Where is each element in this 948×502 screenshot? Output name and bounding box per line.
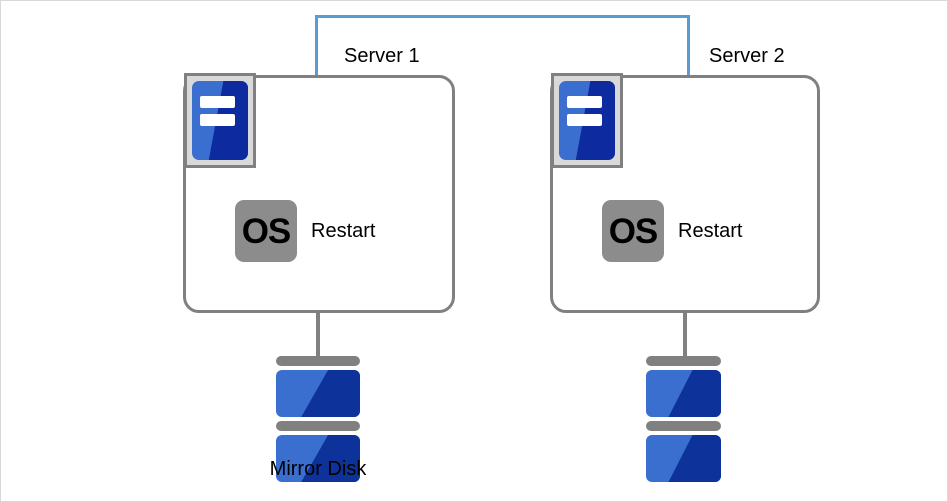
server-2-machine-icon [551,73,623,168]
server-1-os-badge: OS [235,200,297,262]
server-icon-bar-bottom [566,114,602,127]
disk-slab-lower [646,435,721,482]
server-1-disk-icon [276,356,360,482]
disk-slab-shade [668,435,721,482]
disk-cap-top [646,356,721,366]
server-1-os-row: OS Restart [235,200,375,262]
server-icon-body [559,81,615,160]
server-2-disk-icon [646,356,721,482]
disk-slab-lower [276,435,360,482]
server-2-label: Server 2 [709,45,785,67]
server-icon-bar-top [566,96,602,108]
server-1-disk-label: Mirror Disk [269,458,367,480]
interconnect-left-segment [315,15,318,77]
disk-cap-top [276,356,360,366]
disk-slab-shade [668,370,721,417]
server-icon-bar-top [199,96,235,108]
server-icon-body [192,81,248,160]
disk-slab-upper [276,370,360,417]
interconnect-top-segment [315,15,690,18]
server-1-disk-connector [316,312,320,359]
interconnect-right-segment [687,15,690,77]
server-1-status-label: Restart [311,220,376,242]
server-icon-bar-bottom [199,114,235,127]
server-2-status-label: Restart [678,220,743,242]
disk-slab-upper [646,370,721,417]
disk-cap-middle [276,421,360,431]
disk-cap-middle [646,421,721,431]
server-2-disk-connector [683,312,687,359]
server-2-os-badge: OS [602,200,664,262]
server-1-label: Server 1 [344,45,420,67]
disk-slab-shade [301,370,360,417]
server-1-machine-icon [184,73,256,168]
server-2-os-row: OS Restart [602,200,742,262]
